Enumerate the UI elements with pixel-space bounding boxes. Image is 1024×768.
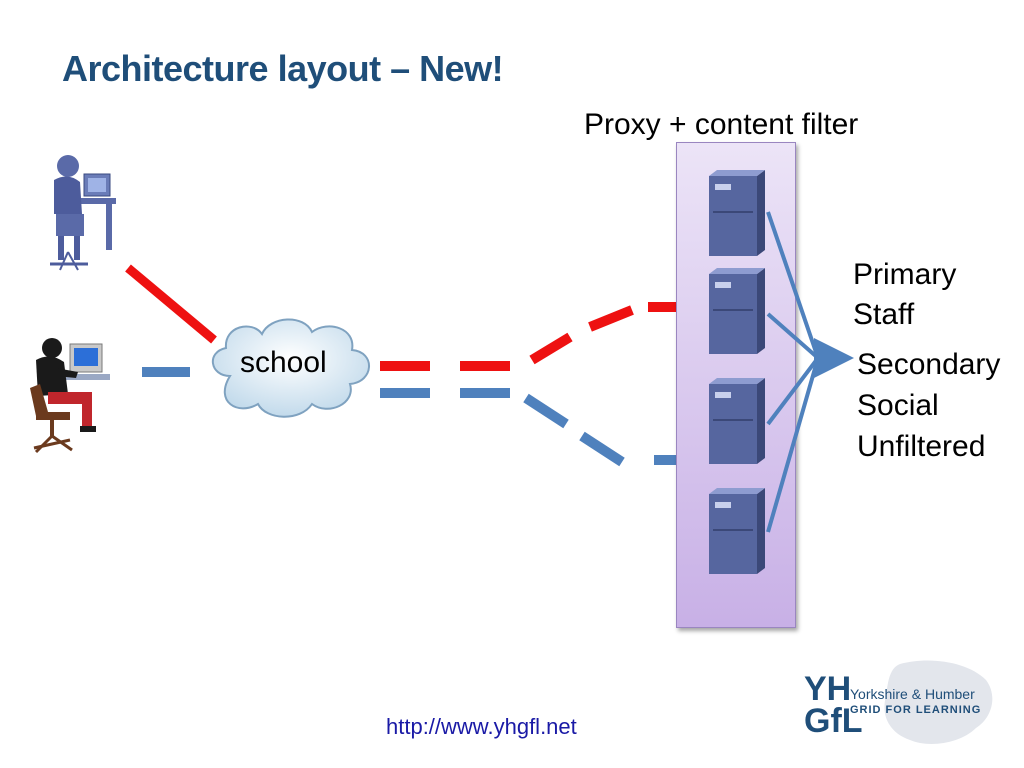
red-link-user [125, 264, 217, 344]
logo-line2: GRID FOR LEARNING [850, 704, 982, 716]
cloud-label: school [240, 346, 327, 379]
user-at-computer-icon [50, 155, 116, 271]
footer-link[interactable]: http://www.yhgfl.net [386, 714, 577, 739]
region-map-icon [884, 660, 993, 744]
yhgfl-logo: YH GfL Yorkshire & Humber GRID FOR LEARN… [800, 656, 1000, 752]
filter-item-staff: Staff [853, 298, 915, 331]
server-icon [709, 488, 765, 574]
logo-line1: Yorkshire & Humber [850, 686, 975, 702]
red-dash-4 [588, 305, 634, 332]
server-icon [709, 170, 765, 256]
logo-mark-top: YH [804, 670, 852, 708]
proxy-label: Proxy + content filter [584, 108, 859, 141]
server-icon [709, 378, 765, 464]
logo-mark-bottom: GfL [804, 702, 863, 740]
blue-dash-3 [523, 393, 569, 429]
person-at-computer-icon [30, 338, 110, 454]
filter-item-secondary: Secondary [857, 348, 1001, 381]
cloud-icon [211, 318, 370, 418]
slide-title: Architecture layout – New! [62, 48, 504, 89]
filter-item-primary: Primary [853, 258, 957, 291]
filter-item-unfiltered: Unfiltered [857, 430, 986, 463]
server-icon [709, 268, 765, 354]
filter-item-social: Social [857, 389, 939, 422]
red-dash-3 [529, 332, 573, 365]
blue-dash-4 [579, 431, 625, 467]
